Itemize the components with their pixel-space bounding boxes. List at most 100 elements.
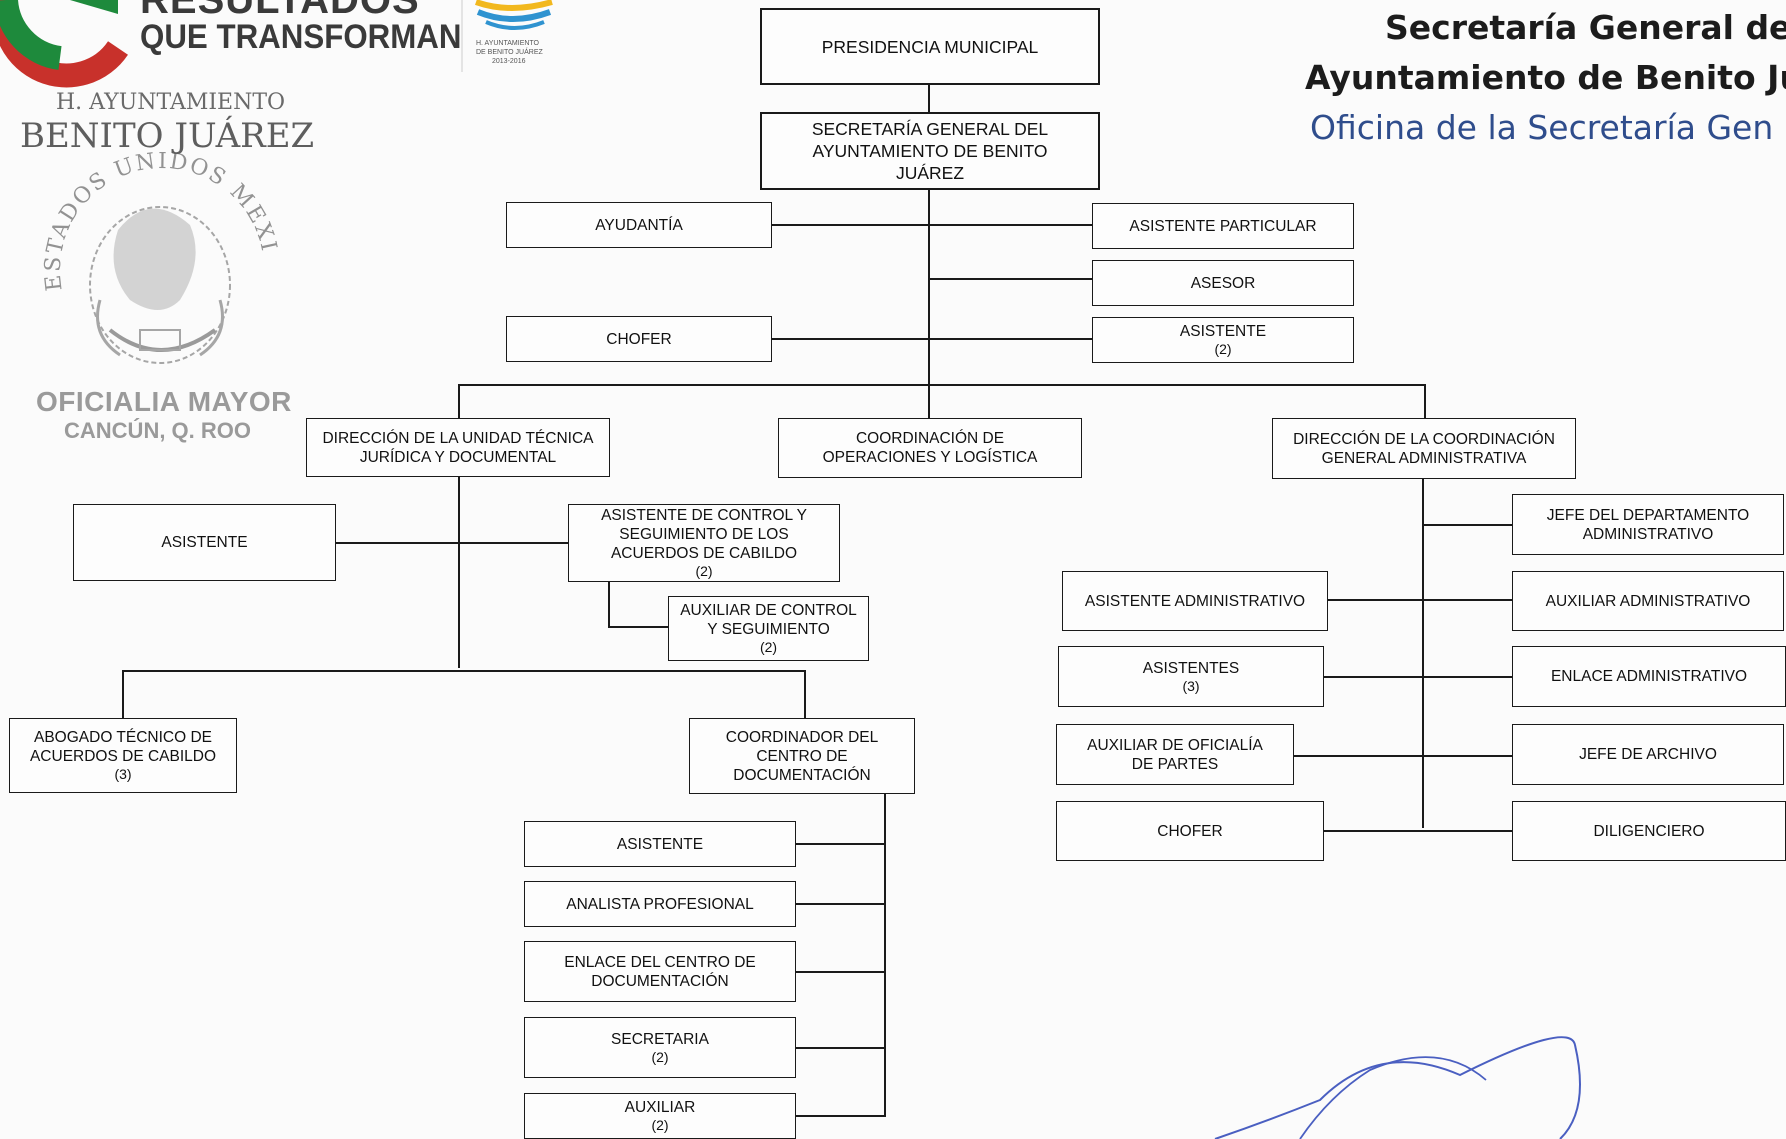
box-text-line: AUXILIAR DE OFICIALÍA [1087,736,1263,754]
box-text-line: JEFE DEL DEPARTAMENTO [1546,506,1750,524]
box-text-line: AUXILIAR [624,1099,696,1116]
stamp-oficialia-mayor-text: OFICIALIA MAYOR [36,386,292,417]
connector [794,1047,886,1049]
box-text-line: (2) [1214,341,1232,357]
box-presidencia-municipal: PRESIDENCIA MUNICIPAL [760,8,1100,85]
box-adm-chofer: CHOFER [1056,801,1324,861]
box-doc-analista: ANALISTA PROFESIONAL [524,881,796,927]
box-text-line: OPERACIONES Y LOGÍSTICA [822,449,1038,466]
box-text-line: (2) [651,1048,669,1065]
box-doc-secretaria: SECRETARIA(2) [524,1017,796,1078]
connector [794,903,886,905]
municipal-logo-text-3: 2013-2016 [492,58,526,65]
box-ayudantia: AYUDANTÍA [506,202,772,248]
box-text-line: PRESIDENCIA MUNICIPAL [821,36,1039,57]
connector [772,224,1094,226]
connector [458,384,460,418]
connector [794,843,886,845]
box-text-line: ASISTENTE [1179,323,1267,340]
box-adm-asistentes: ASISTENTES(3) [1058,646,1324,707]
connector [1322,830,1514,832]
municipal-logo-text-1: H. AYUNTAMIENTO [476,40,540,47]
box-text-line: AUXILIAR ADMINISTRATIVO [1545,592,1751,610]
box-text-line: JUÁREZ [895,163,965,183]
connector [1424,384,1426,418]
box-text-line: ENLACE DEL CENTRO DE [564,953,756,971]
connector [804,670,806,718]
municipal-logo-mark [461,0,553,72]
box-text-line: AYUNTAMIENTO DE BENITO [812,141,1048,161]
box-text-line: ANALISTA PROFESIONAL [566,895,754,913]
connector [608,582,610,628]
header-line-2: Ayuntamiento de Benito Juá [1305,58,1786,97]
header-line-1: Secretaría General del [1385,8,1786,47]
box-text-line: AYUDANTÍA [595,216,683,234]
connector [122,670,806,672]
box-text-line: ASISTENTE [616,835,704,853]
box-text-line: (2) [695,563,713,579]
box-text-line: (2) [759,639,778,655]
box-asistente-particular: ASISTENTE PARTICULAR [1092,203,1354,249]
box-text-line: DOCUMENTACIÓN [591,972,729,990]
box-asistente-top: ASISTENTE(2) [1092,317,1354,363]
connector [930,278,1094,280]
box-doc-auxiliar: AUXILIAR(2) [524,1093,796,1139]
box-text-line: JURÍDICA Y DOCUMENTAL [359,448,557,466]
box-text-line: ENLACE ADMINISTRATIVO [1550,668,1748,685]
box-asistente-cabildo: ASISTENTE DE CONTROL Y SEGUIMIENTO DE LOS… [568,504,840,582]
box-text-line: ASISTENTE DE CONTROL Y [601,507,807,524]
box-adm-asistente-administrativo: ASISTENTE ADMINISTRATIVO [1062,571,1328,631]
connector [772,338,1094,340]
connector [794,1115,886,1117]
box-text-line: SEGUIMIENTO DE LOS [619,526,789,543]
box-asistente-juridica: ASISTENTE [73,504,336,581]
box-adm-auxiliar-administrativo: AUXILIAR ADMINISTRATIVO [1512,571,1784,631]
connector [1326,599,1512,601]
campaign-logo-bottom-text: QUE TRANSFORMAN [140,18,462,56]
box-text-line: CHOFER [1157,822,1223,840]
box-text-line: DIRECCIÓN DE LA UNIDAD TÉCNICA [322,429,594,447]
box-text-line: (3) [114,766,132,782]
connector [608,626,670,628]
connector [928,190,930,418]
signature [1214,1036,1581,1139]
box-adm-jefe-archivo: JEFE DE ARCHIVO [1512,724,1784,785]
box-text-line: ASISTENTE ADMINISTRATIVO [1084,592,1306,610]
connector [928,84,930,112]
connector [122,670,124,718]
stamp-cancun-text: CANCÚN, Q. ROO [64,418,251,443]
box-chofer-top: CHOFER [506,316,772,362]
box-text-line: DE PARTES [1131,755,1219,773]
box-text-line: SECRETARÍA GENERAL DEL [811,119,1049,139]
box-text-line: SECRETARIA [611,1030,709,1048]
box-text-line: Y SEGUIMIENTO [707,621,830,638]
stamp-ayuntamiento-text: H. AYUNTAMIENTO [56,90,286,115]
box-adm-diligenciero: DILIGENCIERO [1512,801,1786,861]
box-text-line: GENERAL ADMINISTRATIVA [1321,449,1527,467]
stamp-benito-juarez-text: BENITO JUÁREZ [20,116,315,156]
box-text-line: AUXILIAR DE CONTROL [680,602,857,619]
header-line-3: Oficina de la Secretaría Gen [1310,108,1774,147]
box-coordinacion-operaciones: COORDINACIÓN DE OPERACIONES Y LOGÍSTICA [778,418,1082,478]
box-text-line: ASISTENTE [161,534,248,551]
connector [1322,676,1514,678]
municipal-logo-text-2: DE BENITO JUÁREZ [476,49,543,56]
box-text-line: COORDINACIÓN DE [855,430,1005,447]
connector [1422,478,1424,828]
box-text-line: CHOFER [606,330,672,348]
box-text-line: (2) [651,1117,669,1133]
box-text-line: ASESOR [1190,274,1256,292]
box-text-line: ASISTENTE PARTICULAR [1129,217,1317,235]
box-text-line: ACUERDOS DE CABILDO [29,748,217,765]
campaign-logo-mark [0,0,128,88]
box-text-line: DOCUMENTACIÓN [733,766,871,784]
